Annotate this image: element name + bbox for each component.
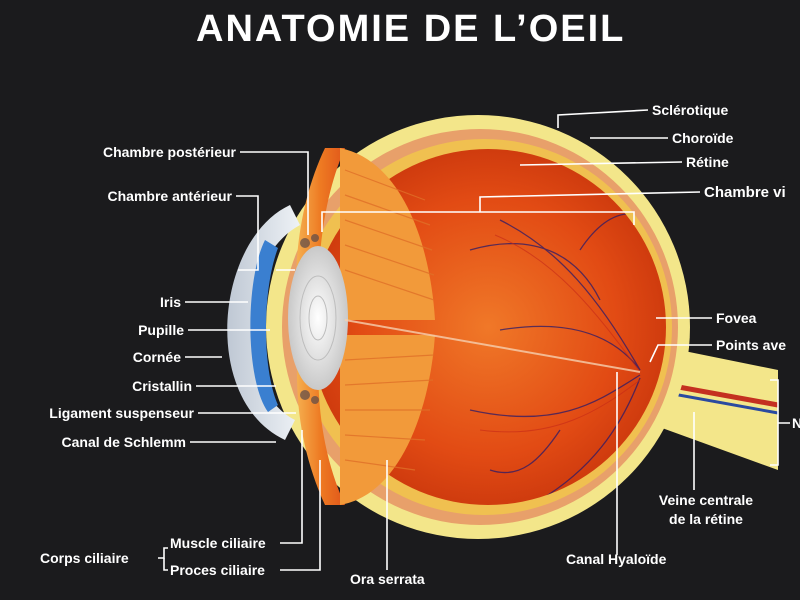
label-choroide: Choroïde [672,130,734,146]
label-veine-centrale-2: de la rétine [669,511,743,527]
iris [250,240,278,412]
label-chambre-posterieur: Chambre postérieur [103,144,237,160]
label-cristallin: Cristallin [132,378,192,394]
label-iris: Iris [160,294,181,310]
leader-lines [158,109,790,571]
ciliary-body [296,148,345,505]
label-ligament-suspenseur: Ligament suspenseur [49,405,194,421]
ciliary-processes [300,234,319,404]
label-proces-ciliaire: Proces ciliaire [170,562,265,578]
label-veine-centrale-1: Veine centrale [659,492,753,508]
label-canal-hyaloide: Canal Hyaloïde [566,551,667,567]
label-cornee: Cornée [133,349,181,365]
label-ora-serrata: Ora serrata [350,571,425,587]
label-chambre-anterieur: Chambre antérieur [108,188,233,204]
retinal-vessels [469,213,641,501]
label-chambre-vitree: Chambre vi [704,184,786,201]
label-corps-ciliaire: Corps ciliaire [40,550,129,566]
label-sclerotique: Sclérotique [652,102,728,118]
label-muscle-ciliaire: Muscle ciliaire [170,535,266,551]
lens-zone [340,148,435,320]
label-nerf: N [792,415,800,431]
page-title: ANATOMIE DE L’OEIL [196,8,626,50]
label-retine: Rétine [686,154,729,170]
hyaloid-canal [344,319,641,373]
crystalline-lens [288,246,348,390]
label-pupille: Pupille [138,322,184,338]
label-canal-schlemm: Canal de Schlemm [62,434,187,450]
label-points-aveugle: Points ave [716,337,786,353]
cornea [227,205,300,440]
label-fovea: Fovea [716,310,757,326]
